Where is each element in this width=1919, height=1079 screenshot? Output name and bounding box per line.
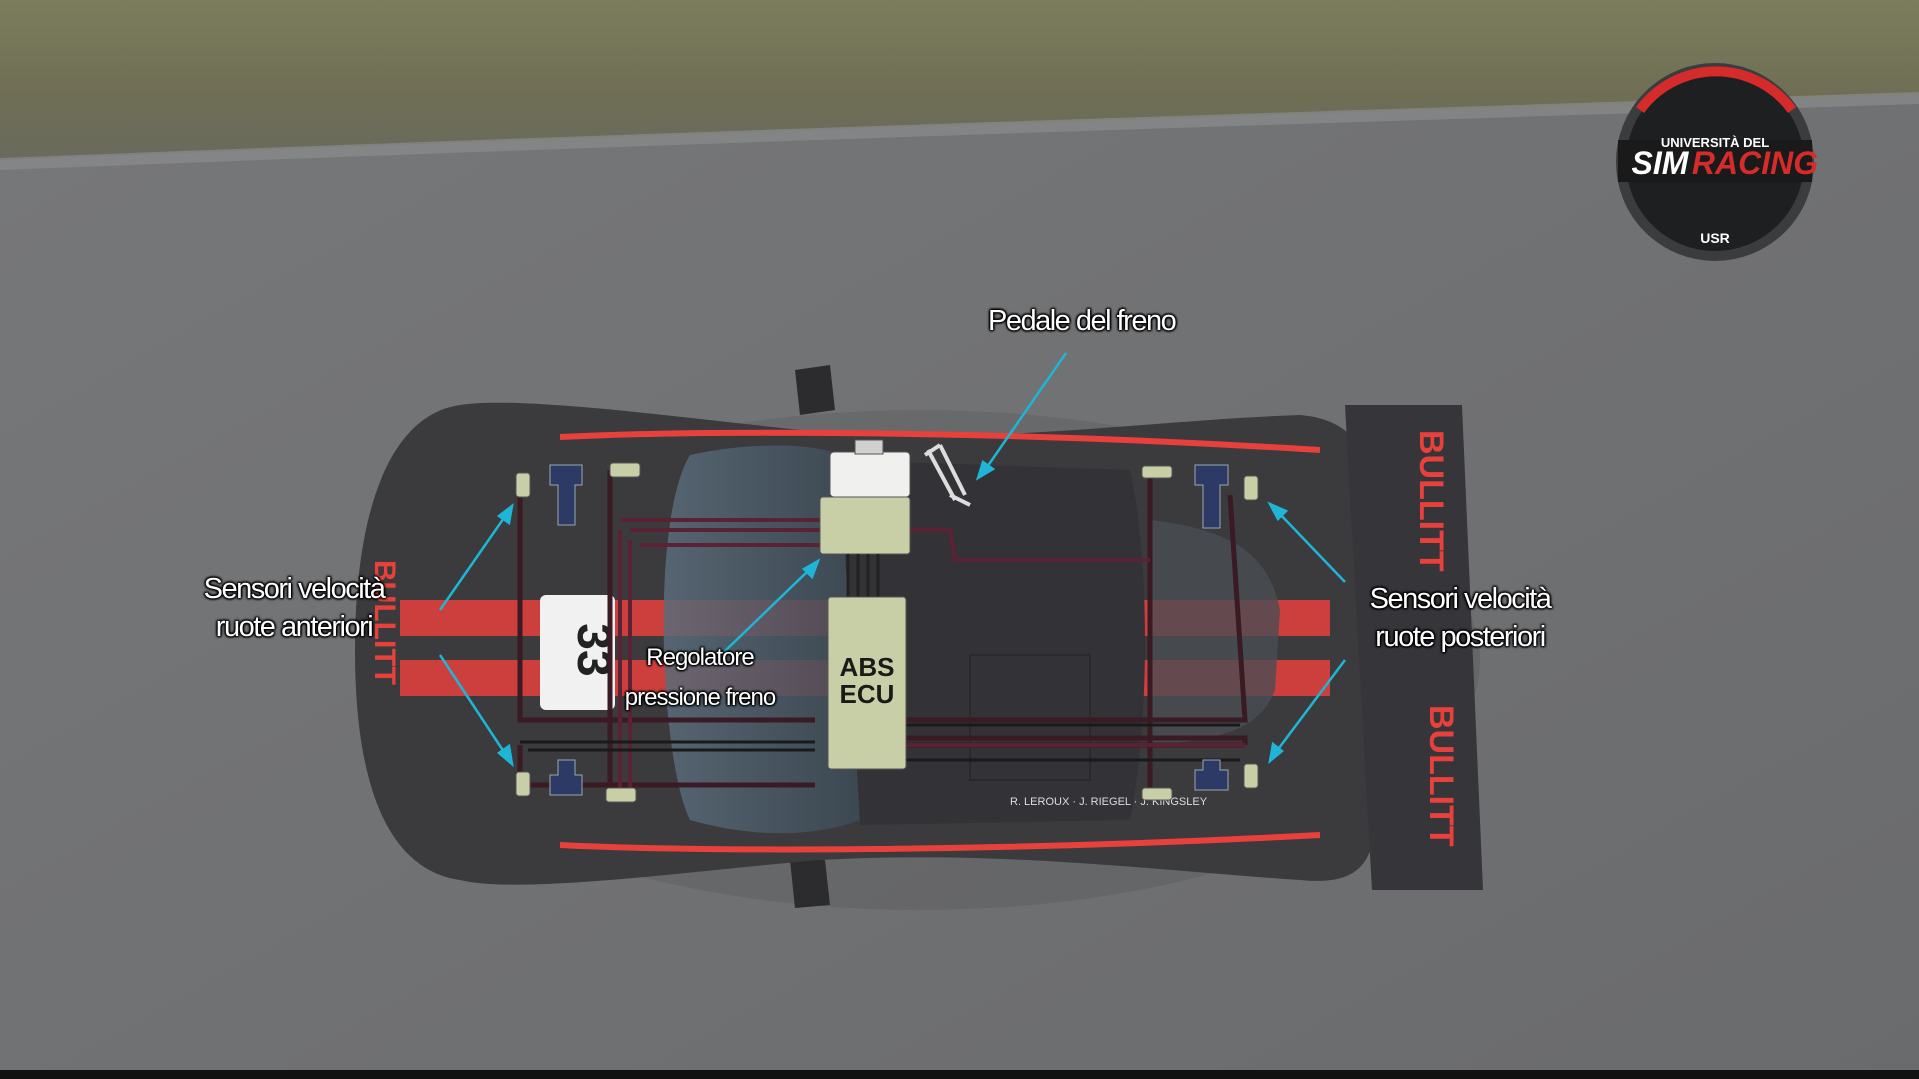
- brake-fluid-reservoir: [829, 451, 911, 498]
- front-right-wheel: [515, 759, 637, 803]
- rear-wing: [1345, 405, 1483, 890]
- brake-pedal: [923, 443, 971, 507]
- grass-verge: [0, 0, 1919, 160]
- right-mirror: [790, 860, 830, 908]
- sensor-rear-left: [1243, 475, 1259, 501]
- track-edge-line: [0, 92, 1919, 170]
- arrow-brake-pedal: [983, 352, 1068, 471]
- ecu-label-line1: ABS: [840, 652, 895, 682]
- logo-banner: [1618, 140, 1812, 182]
- sensor-front-right: [515, 771, 531, 797]
- arrow-head-front-sensor-bottom: [496, 743, 514, 768]
- arrow-head-regulator: [801, 558, 821, 580]
- label-rear-sensors-line1: Sensori velocità: [1369, 583, 1552, 615]
- label-regulator-line2: pressione freno: [624, 684, 776, 711]
- label-front-sensors-line2: ruote anteriori: [215, 611, 374, 643]
- arrow-head-rear-sensor-bottom: [1268, 741, 1284, 765]
- label-regulator-line1: Regolatore: [646, 644, 754, 671]
- wing-sponsor-top: BULLITT: [1412, 430, 1450, 572]
- brake-pressure-regulator: [819, 496, 911, 555]
- arrow-head-front-sensor-top: [496, 503, 514, 526]
- hub-front-left: [609, 462, 641, 478]
- arrow-head-rear-sensor-top: [1267, 501, 1289, 522]
- arrow-rear-sensor-top: [1277, 511, 1346, 583]
- sensor-rear-right: [1243, 763, 1259, 789]
- hub-rear-left: [1141, 465, 1173, 479]
- arrow-rear-sensor-bottom: [1275, 659, 1346, 753]
- logo-top-text: UNIVERSITÀ DEL: [1661, 135, 1769, 150]
- logo-arc: [1635, 66, 1797, 113]
- usr-logo: UNIVERSITÀ DEL SIM RACING USR: [1616, 63, 1818, 261]
- logo-main-text-1: SIM: [1632, 145, 1690, 181]
- wire-rear-left: [905, 494, 1248, 723]
- nose-sponsor: BULLITT: [368, 560, 401, 685]
- bottom-bar: [0, 1070, 1919, 1079]
- caliper-rear-left: [1194, 464, 1229, 529]
- roof: [840, 460, 1145, 825]
- label-brake-pedal: Pedale del freno: [988, 305, 1177, 337]
- rear-right-wheel: [1141, 759, 1259, 801]
- livery-edge-top: [559, 429, 1321, 453]
- logo-main-text-2: RACING: [1692, 145, 1818, 181]
- livery-edge-bottom: [559, 832, 1321, 853]
- wing-sponsor-bottom: BULLITT: [1422, 705, 1460, 847]
- sensor-front-left: [515, 472, 531, 498]
- hub-rear-right: [1141, 787, 1173, 801]
- label-front-sensors: Sensori velocità ruote anteriori: [184, 570, 404, 646]
- brake-lines: [618, 518, 1245, 802]
- rear-left-wheel: [1141, 464, 1259, 529]
- caliper-rear-right: [1194, 759, 1229, 791]
- wire-front-left: [517, 495, 815, 723]
- reservoir-cap: [854, 439, 884, 455]
- caliper-front-left: [549, 464, 583, 526]
- label-front-sensors-line1: Sensori velocità: [203, 573, 386, 605]
- driver-names: R. LEROUX · J. RIEGEL · J. KINGSLEY: [1010, 796, 1208, 808]
- left-mirror: [795, 365, 835, 415]
- roll-cage-area: [1150, 520, 1280, 745]
- ecu-label-line2: ECU: [840, 679, 895, 709]
- regulator-ecu-connector: [846, 554, 880, 597]
- hub-front-right: [605, 787, 637, 803]
- arrow-front-sensor-top: [438, 514, 508, 611]
- windscreen: [663, 445, 860, 834]
- caliper-front-right: [549, 759, 583, 796]
- signal-lines: [520, 723, 1240, 762]
- logo-bottom-text: USR: [1700, 230, 1730, 246]
- number-plate: [540, 595, 615, 710]
- arrow-regulator: [723, 568, 811, 653]
- label-regulator: Regolatore pressione freno: [620, 638, 780, 718]
- arrow-front-sensor-bottom: [438, 654, 508, 756]
- label-rear-sensors-line2: ruote posteriori: [1375, 621, 1546, 653]
- callout-arrows: [438, 352, 1346, 768]
- label-rear-sensors: Sensori velocità ruote posteriori: [1350, 580, 1570, 656]
- arrow-head-brake-pedal: [975, 459, 996, 481]
- front-left-wheel: [515, 462, 641, 526]
- abs-ecu-box: [827, 596, 907, 770]
